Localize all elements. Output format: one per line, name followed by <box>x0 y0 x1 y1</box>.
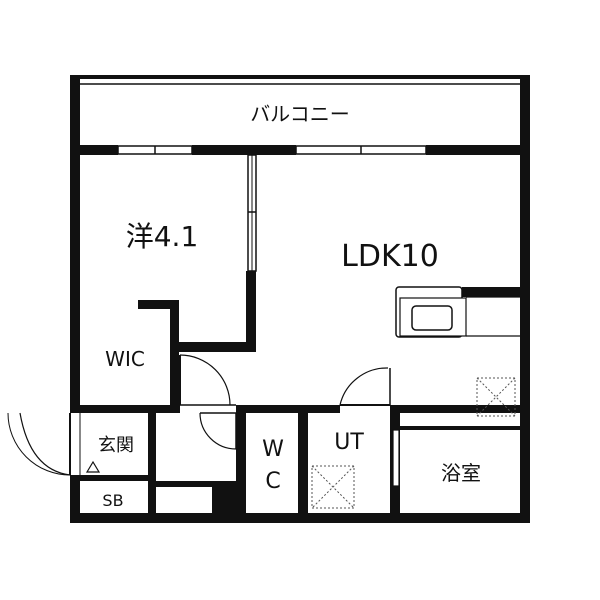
balcony-left-wall <box>70 75 80 155</box>
ldk-label: LDK10 <box>341 239 439 274</box>
entrance-label: 玄関 <box>98 435 134 456</box>
wic-label: WIC <box>105 347 145 371</box>
balcony <box>70 75 530 155</box>
balcony-label: バルコニー <box>250 102 350 126</box>
ut-door <box>339 367 391 406</box>
balcony-rail <box>70 75 530 79</box>
washer-pan-icon <box>476 377 516 417</box>
wic-door <box>179 354 236 406</box>
utility-label: UT <box>334 430 364 455</box>
toilet-label-w: W <box>262 437 284 462</box>
window-ldk <box>295 145 427 155</box>
shoe-box-label: SB <box>102 491 123 510</box>
washer-pan-icon <box>311 465 355 509</box>
doors <box>7 354 400 487</box>
western-room-label: 洋4.1 <box>126 220 199 253</box>
front-door <box>7 412 71 476</box>
bathroom-label: 浴室 <box>441 461 481 485</box>
bathroom-door <box>392 429 400 487</box>
toilet-label-c: C <box>265 469 280 494</box>
toilet-door <box>199 412 237 450</box>
balcony-right-wall <box>520 75 530 155</box>
window-western-room <box>117 145 193 155</box>
step-triangle-icon <box>85 460 101 473</box>
balcony-wall <box>70 145 530 155</box>
kitchen-sink-icon <box>395 286 520 338</box>
interior-walls <box>70 154 530 523</box>
